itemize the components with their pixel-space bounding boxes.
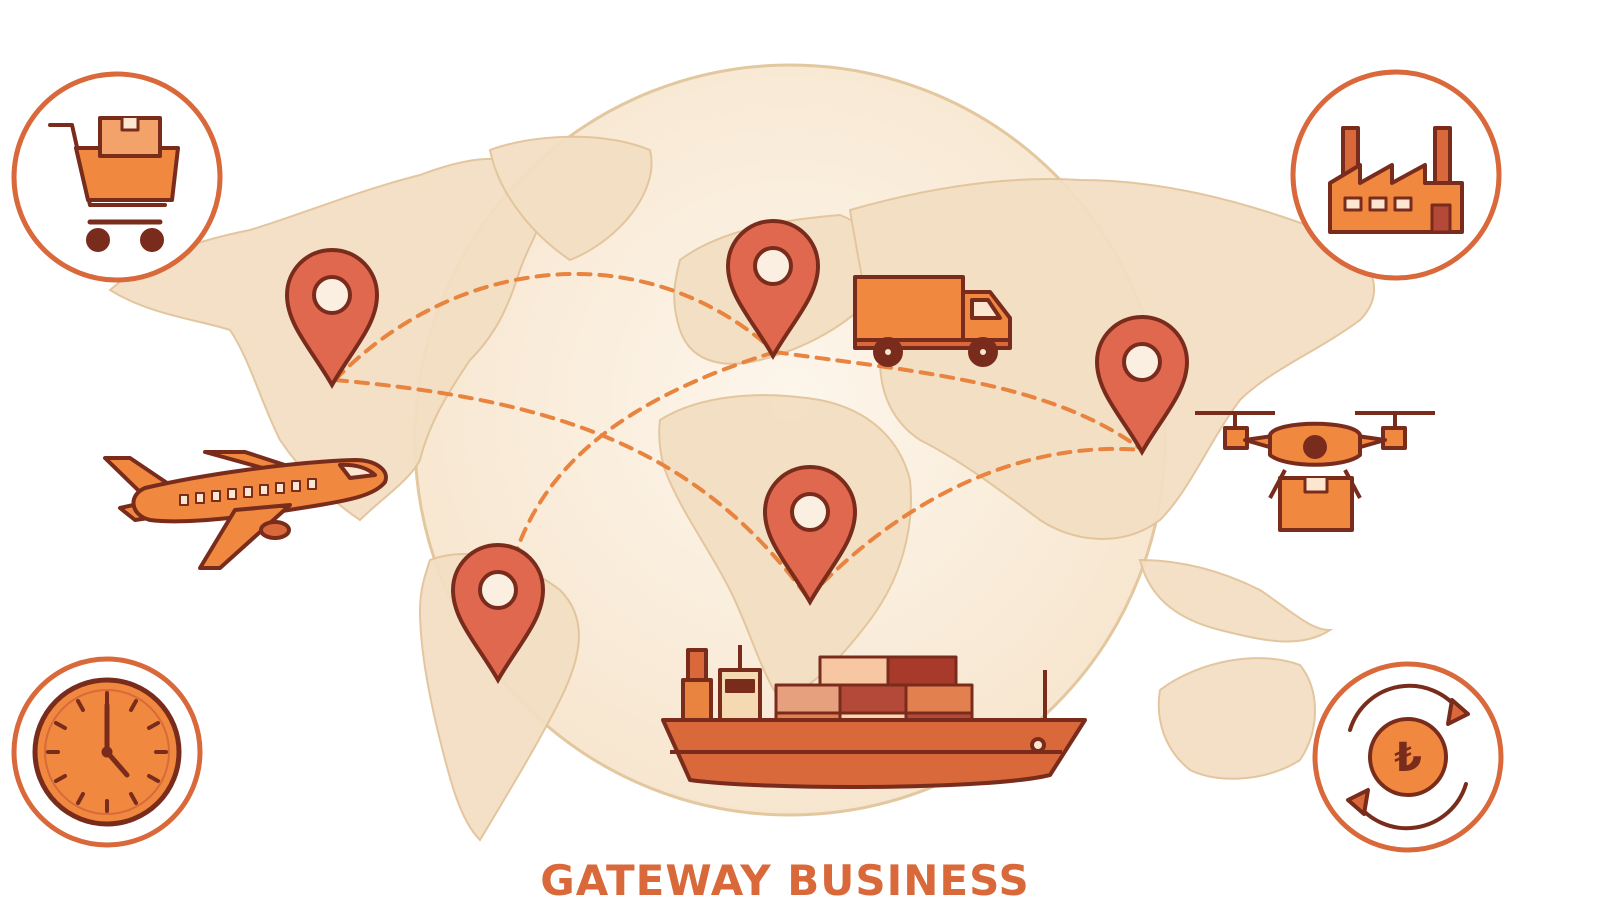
cargo-ship-icon (661, 645, 1087, 789)
pin-south-america (450, 542, 546, 685)
drone-icon (1195, 411, 1435, 532)
pin-north-america (284, 247, 380, 390)
truck-icon (853, 275, 1012, 367)
australia (1157, 657, 1316, 780)
pin-asia (1094, 314, 1190, 457)
badge-bottom-left (11, 656, 203, 848)
location-pins (284, 218, 1190, 685)
pin-africa (762, 464, 858, 607)
factory-icon (1328, 126, 1464, 234)
southeast-asia (1138, 558, 1334, 643)
shopping-cart-icon (48, 116, 180, 252)
south-america (418, 553, 580, 842)
pin-europe (725, 218, 821, 361)
clock-icon (32, 677, 182, 827)
corner-badges: ₺ (11, 69, 1504, 853)
currency-symbol: ₺ (1394, 735, 1422, 781)
currency-exchange-icon (1346, 683, 1470, 831)
badge-top-left (11, 71, 223, 283)
badge-bottom-right: ₺ (1312, 661, 1504, 853)
page-title: GATEWAY BUSINESS (540, 856, 1030, 905)
airplane-icon (103, 450, 388, 570)
greenland (488, 135, 653, 262)
badge-top-right (1290, 69, 1502, 281)
